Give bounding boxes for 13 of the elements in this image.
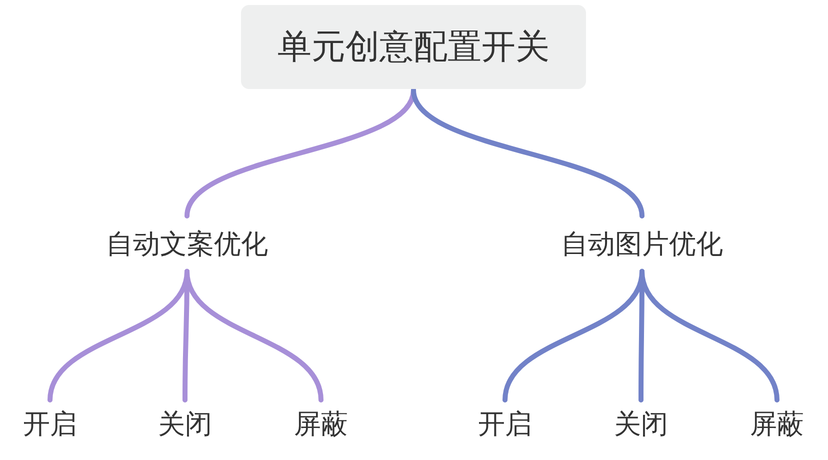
branch-connector	[640, 268, 780, 402]
option-label: 屏蔽	[294, 409, 348, 442]
topic-text: 单元创意配置开关	[278, 26, 550, 68]
option-label: 开启	[23, 409, 77, 442]
branch-connector	[411, 88, 644, 218]
option-label: 关闭	[158, 409, 212, 442]
branch-label: 自动图片优化	[561, 229, 723, 262]
root-topic-box	[241, 5, 586, 89]
option-label: 关闭	[614, 409, 668, 442]
option-label: 开启	[478, 409, 532, 442]
branch-label: 自动文案优化	[106, 229, 268, 262]
branch-connector	[184, 268, 324, 402]
option-label: 屏蔽	[750, 409, 804, 442]
